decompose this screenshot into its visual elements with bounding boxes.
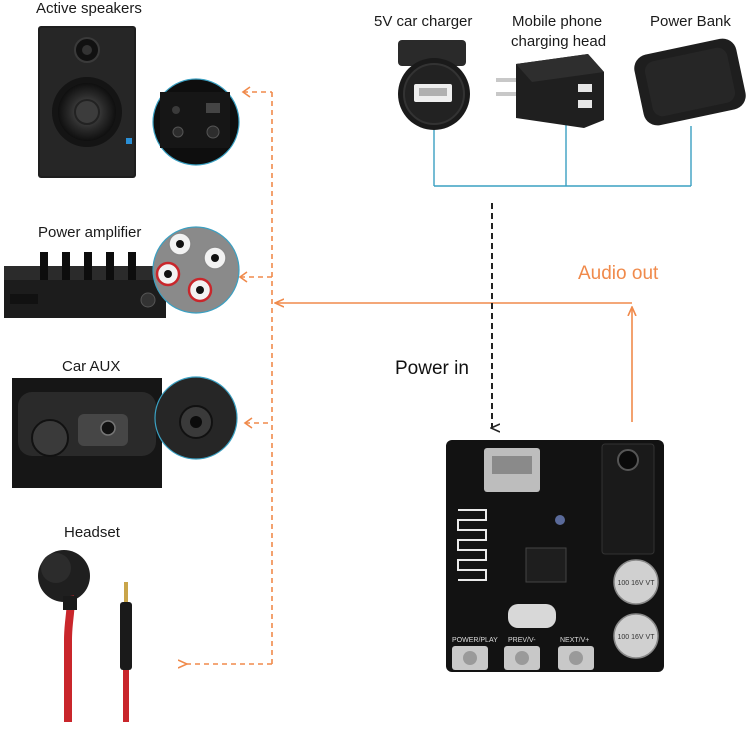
phone-charger-icon <box>496 54 604 128</box>
arrowhead-speakers <box>241 86 251 98</box>
power-bank-icon <box>634 38 746 126</box>
bluetooth-board-icon: POWER/PLAY PREV/V- NEXT/V+ 100 16V VT 10… <box>446 440 664 672</box>
car-aux-icon <box>12 378 162 488</box>
label-headset: Headset <box>64 524 120 541</box>
silk-prev: PREV/V- <box>508 637 536 644</box>
label-active-speakers: Active speakers <box>36 0 142 17</box>
amplifier-icon <box>4 252 166 318</box>
headset-icon <box>38 550 132 722</box>
arrowhead-aux <box>243 417 253 429</box>
speaker-ports-closeup <box>152 78 240 166</box>
silk-cap-2: 100 16V VT <box>618 634 656 641</box>
arrowhead-amplifier <box>238 271 248 283</box>
audio-lines <box>186 91 632 666</box>
silk-cap-1: 100 16V VT <box>618 580 656 587</box>
rca-ports-closeup <box>152 226 240 314</box>
label-car-aux: Car AUX <box>62 358 121 375</box>
aux-port-closeup <box>154 376 238 460</box>
label-power-bank: Power Bank <box>650 13 731 30</box>
label-power-in: Power in <box>395 358 469 379</box>
label-car-charger: 5V car charger <box>374 13 473 30</box>
silk-next: NEXT/V+ <box>560 637 589 644</box>
silk-power-play: POWER/PLAY <box>452 637 498 644</box>
label-phone-head-2: charging head <box>511 33 607 50</box>
car-charger-icon <box>398 40 470 130</box>
power-lines <box>433 124 692 187</box>
label-power-amplifier: Power amplifier <box>38 224 142 241</box>
speaker-icon <box>38 26 136 178</box>
label-phone-head-1: Mobile phone <box>512 13 603 30</box>
label-audio-out: Audio out <box>578 263 659 284</box>
